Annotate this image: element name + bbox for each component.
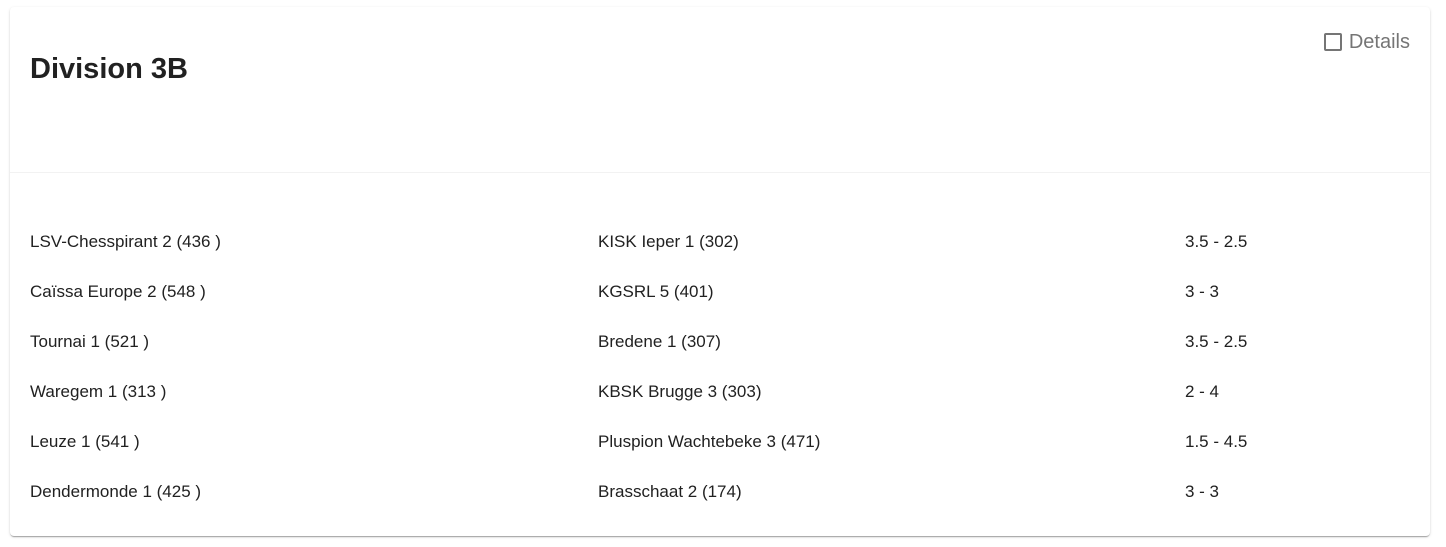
division-card: Division 3B Details LSV-Chesspirant 2 (4… [10, 7, 1430, 536]
match-score: 1.5 - 4.5 [1185, 432, 1248, 451]
details-toggle[interactable]: Details [1323, 30, 1410, 54]
away-team: Brasschaat 2 (174) [598, 482, 742, 501]
match-row: Waregem 1 (313 ) KBSK Brugge 3 (303) 2 -… [10, 379, 1430, 429]
match-row: LSV-Chesspirant 2 (436 ) KISK Ieper 1 (3… [10, 229, 1430, 279]
away-team: Bredene 1 (307) [598, 332, 721, 351]
match-row: Tournai 1 (521 ) Bredene 1 (307) 3.5 - 2… [10, 329, 1430, 379]
checkbox-icon[interactable] [1323, 33, 1342, 51]
home-team: Dendermonde 1 (425 ) [30, 482, 202, 501]
match-score: 3.5 - 2.5 [1185, 232, 1248, 251]
away-team: KISK Ieper 1 (302) [598, 232, 739, 251]
match-score: 2 - 4 [1185, 382, 1220, 401]
home-team: Waregem 1 (313 ) [30, 382, 167, 401]
match-score: 3.5 - 2.5 [1185, 332, 1248, 351]
card-header: Division 3B Details [10, 7, 1430, 173]
match-row: Caïssa Europe 2 (548 ) KGSRL 5 (401) 3 -… [10, 279, 1430, 329]
home-team: Caïssa Europe 2 (548 ) [30, 282, 206, 301]
home-team: LSV-Chesspirant 2 (436 ) [30, 232, 221, 251]
division-title: Division 3B [30, 53, 188, 85]
home-team: Tournai 1 (521 ) [30, 332, 150, 351]
details-label[interactable]: Details [1348, 31, 1410, 53]
home-team: Leuze 1 (541 ) [30, 432, 140, 451]
match-score: 3 - 3 [1185, 282, 1220, 301]
match-row: Leuze 1 (541 ) Pluspion Wachtebeke 3 (47… [10, 429, 1430, 479]
match-row: Dendermonde 1 (425 ) Brasschaat 2 (174) … [10, 479, 1430, 529]
away-team: KBSK Brugge 3 (303) [598, 382, 762, 401]
match-score: 3 - 3 [1185, 482, 1220, 501]
match-results-list: LSV-Chesspirant 2 (436 ) KISK Ieper 1 (3… [10, 229, 1430, 529]
away-team: Pluspion Wachtebeke 3 (471) [598, 432, 821, 451]
away-team: KGSRL 5 (401) [598, 282, 714, 301]
